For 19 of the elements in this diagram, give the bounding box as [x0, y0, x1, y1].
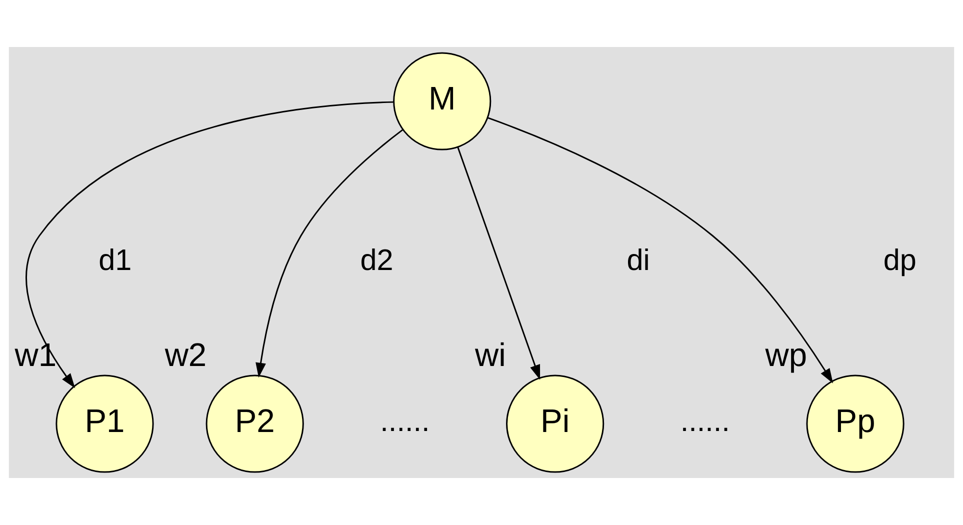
- node-label: wp: [765, 336, 808, 373]
- label: ......: [680, 405, 730, 438]
- label: di: [626, 244, 650, 277]
- node-circle: M: [393, 52, 492, 150]
- arrow: [488, 117, 834, 384]
- arrow: [457, 146, 540, 380]
- label: d1: [98, 244, 132, 277]
- node-circle: Pi: [506, 374, 604, 473]
- label: dp: [883, 244, 916, 277]
- label: d2: [360, 244, 394, 277]
- node-label: w2: [164, 336, 207, 373]
- node-label: w1: [14, 336, 57, 373]
- arrow: [256, 129, 404, 378]
- node-circle: P1: [56, 374, 154, 473]
- label: ......: [380, 405, 430, 438]
- node-circle: Pp: [806, 374, 904, 473]
- arrow: [26, 101, 394, 388]
- node-label: wi: [474, 336, 506, 373]
- node-circle: P2: [206, 374, 304, 473]
